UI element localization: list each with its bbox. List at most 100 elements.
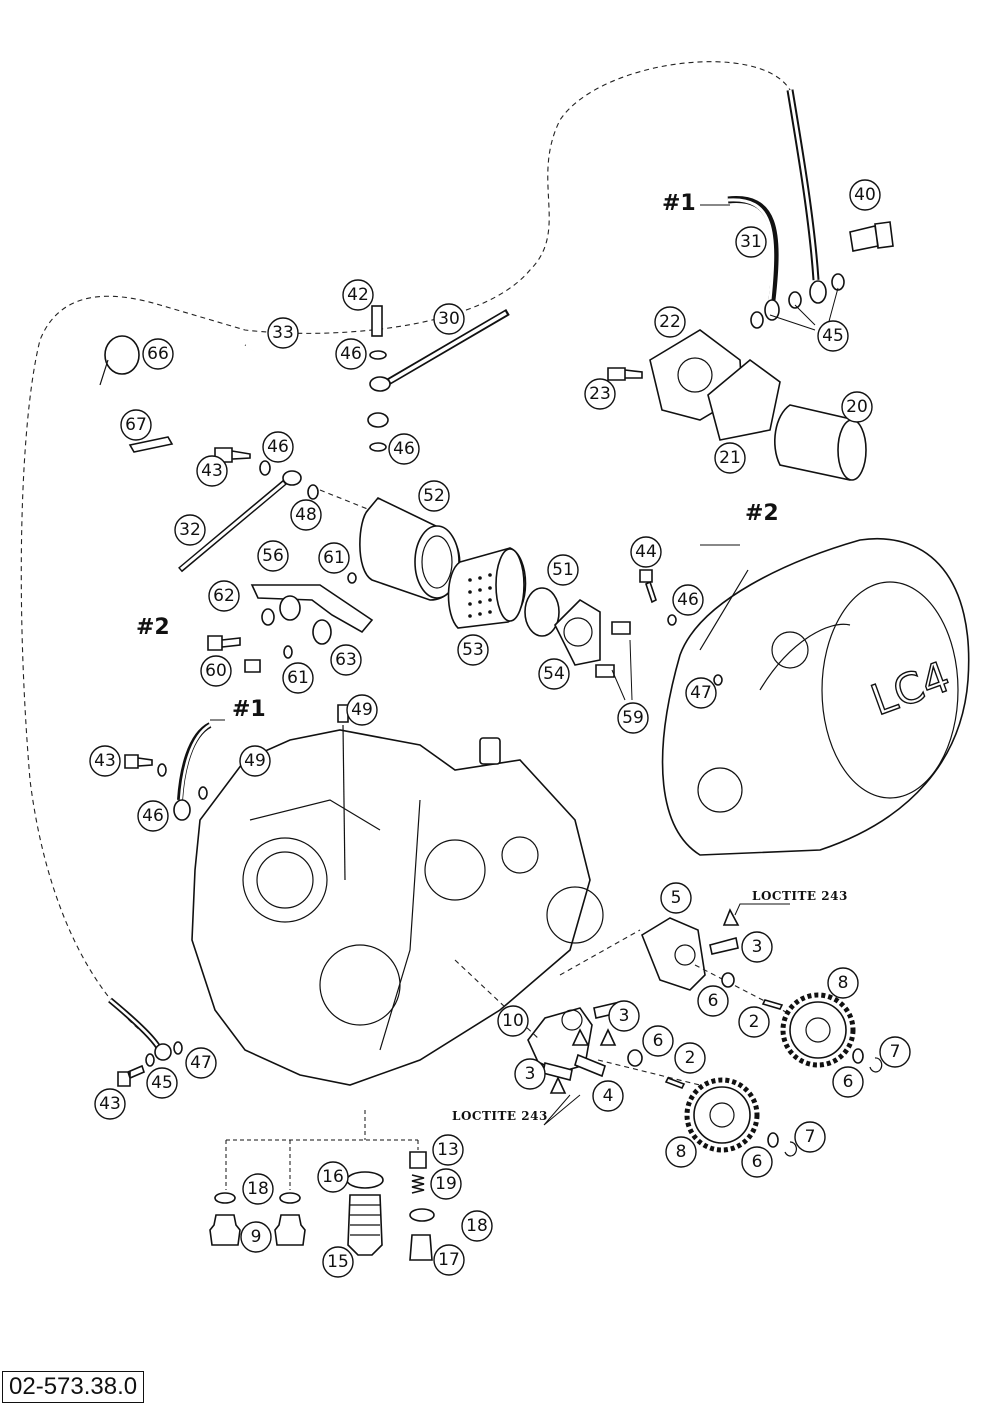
callout-44: 44 (630, 536, 662, 568)
washer-6c (852, 1048, 864, 1064)
oil-line-route (20, 61, 801, 1046)
pin-67 (128, 436, 174, 453)
gear-8-lower (684, 1077, 760, 1153)
svg-text:59: 59 (622, 708, 644, 728)
callout-61-b: 61 (282, 662, 314, 694)
callout-47-b: 47 (185, 1047, 217, 1079)
washer-18c (409, 1208, 435, 1222)
svg-text:51: 51 (552, 560, 574, 580)
svg-text:18: 18 (466, 1216, 488, 1236)
oil-pipe-30 (369, 308, 510, 392)
callout-43-a: 43 (196, 455, 228, 487)
bolt-43c (117, 1064, 145, 1087)
callout-49-b: 49 (239, 745, 271, 777)
oil-pipe-hash1-lower (173, 722, 212, 821)
callout-23: 23 (584, 378, 616, 410)
pin-2a (761, 999, 784, 1010)
callout-22: 22 (654, 306, 686, 338)
banjo-bolt-42 (371, 305, 383, 337)
washer-47a (713, 674, 723, 686)
oil-pump-5 (641, 917, 706, 991)
callout-7-b: 7 (794, 1121, 826, 1153)
svg-text:15: 15 (327, 1252, 349, 1272)
svg-text:47: 47 (690, 683, 712, 703)
svg-text:48: 48 (295, 505, 317, 525)
spring-19 (411, 1174, 425, 1194)
callout-19: 19 (430, 1168, 462, 1200)
callout-31: 31 (735, 226, 767, 258)
screw-59a (611, 621, 631, 635)
circlip-7a (869, 1057, 883, 1073)
oil-pipe-31 (727, 196, 780, 321)
callout-9: 9 (240, 1221, 272, 1253)
screw-59b (595, 664, 615, 678)
callout-3-b: 3 (608, 1000, 640, 1032)
callout-33: 33 (267, 317, 299, 349)
svg-text:32: 32 (179, 520, 201, 540)
callout-48: 48 (290, 499, 322, 531)
washer-48 (307, 484, 319, 500)
washer-45b (788, 291, 802, 309)
callout-40: 40 (849, 179, 881, 211)
washer-46a (369, 350, 387, 360)
svg-text:9: 9 (251, 1227, 262, 1247)
drawing-number: 02-573.38.0 (2, 1371, 145, 1403)
loctite-label-lower: LOCTITE 243 (452, 1109, 548, 1123)
ref-hash2-right: #2 (745, 501, 779, 526)
washer-45a (750, 311, 764, 329)
callout-15: 15 (322, 1246, 354, 1278)
callout-6-a: 6 (697, 985, 729, 1017)
loctite-drop-d (571, 1028, 590, 1046)
callout-13: 13 (432, 1134, 464, 1166)
callout-61-a: 61 (318, 542, 350, 574)
svg-text:46: 46 (267, 437, 289, 457)
loctite-drop-a (722, 908, 740, 926)
crankcase (191, 729, 604, 1086)
callout-18-a: 18 (242, 1173, 274, 1205)
washer-6b (627, 1049, 643, 1067)
callout-46-c: 46 (262, 431, 294, 463)
filter-housing-52 (359, 497, 461, 601)
washer-6d (767, 1132, 779, 1148)
callout-53: 53 (457, 634, 489, 666)
oil-pipe-lower-left (108, 997, 172, 1061)
washer-46f (198, 786, 208, 800)
svg-text:43: 43 (99, 1094, 121, 1114)
screw-3a (709, 937, 739, 955)
callout-8-a: 8 (827, 967, 859, 999)
gear-8-upper (780, 992, 856, 1068)
pipe-to-cover (699, 569, 749, 651)
bolt-60 (207, 635, 241, 651)
callout-6-b: 6 (642, 1025, 674, 1057)
svg-text:18: 18 (247, 1179, 269, 1199)
part-62 (261, 608, 275, 626)
gasket-21 (707, 358, 781, 441)
svg-text:8: 8 (838, 973, 849, 993)
callout-2-upper: 2 (738, 1006, 770, 1038)
callout-16: 16 (317, 1161, 349, 1193)
washer-46d (667, 614, 677, 626)
callout-17: 17 (433, 1244, 465, 1276)
bolt-43b (124, 754, 153, 769)
svg-text:46: 46 (677, 590, 699, 610)
callout-6-d: 6 (741, 1146, 773, 1178)
svg-text:46: 46 (142, 806, 164, 826)
callout-5: 5 (660, 882, 692, 914)
svg-text:7: 7 (890, 1042, 901, 1062)
svg-text:31: 31 (740, 232, 762, 252)
circlip-7b (784, 1141, 797, 1157)
nipple-49a (337, 704, 349, 723)
svg-text:46: 46 (393, 439, 415, 459)
ref-hash2-left: #2 (136, 615, 170, 640)
grommet-63 (312, 619, 332, 645)
callout-42: 42 (342, 279, 374, 311)
svg-text:44: 44 (635, 542, 657, 562)
pin-2b (664, 1076, 686, 1090)
svg-text:19: 19 (435, 1174, 457, 1194)
washer-18a (214, 1192, 236, 1204)
svg-text:21: 21 (719, 448, 741, 468)
oil-pipe-right (786, 89, 827, 304)
svg-text:45: 45 (151, 1073, 173, 1093)
callout-59: 59 (617, 702, 649, 734)
